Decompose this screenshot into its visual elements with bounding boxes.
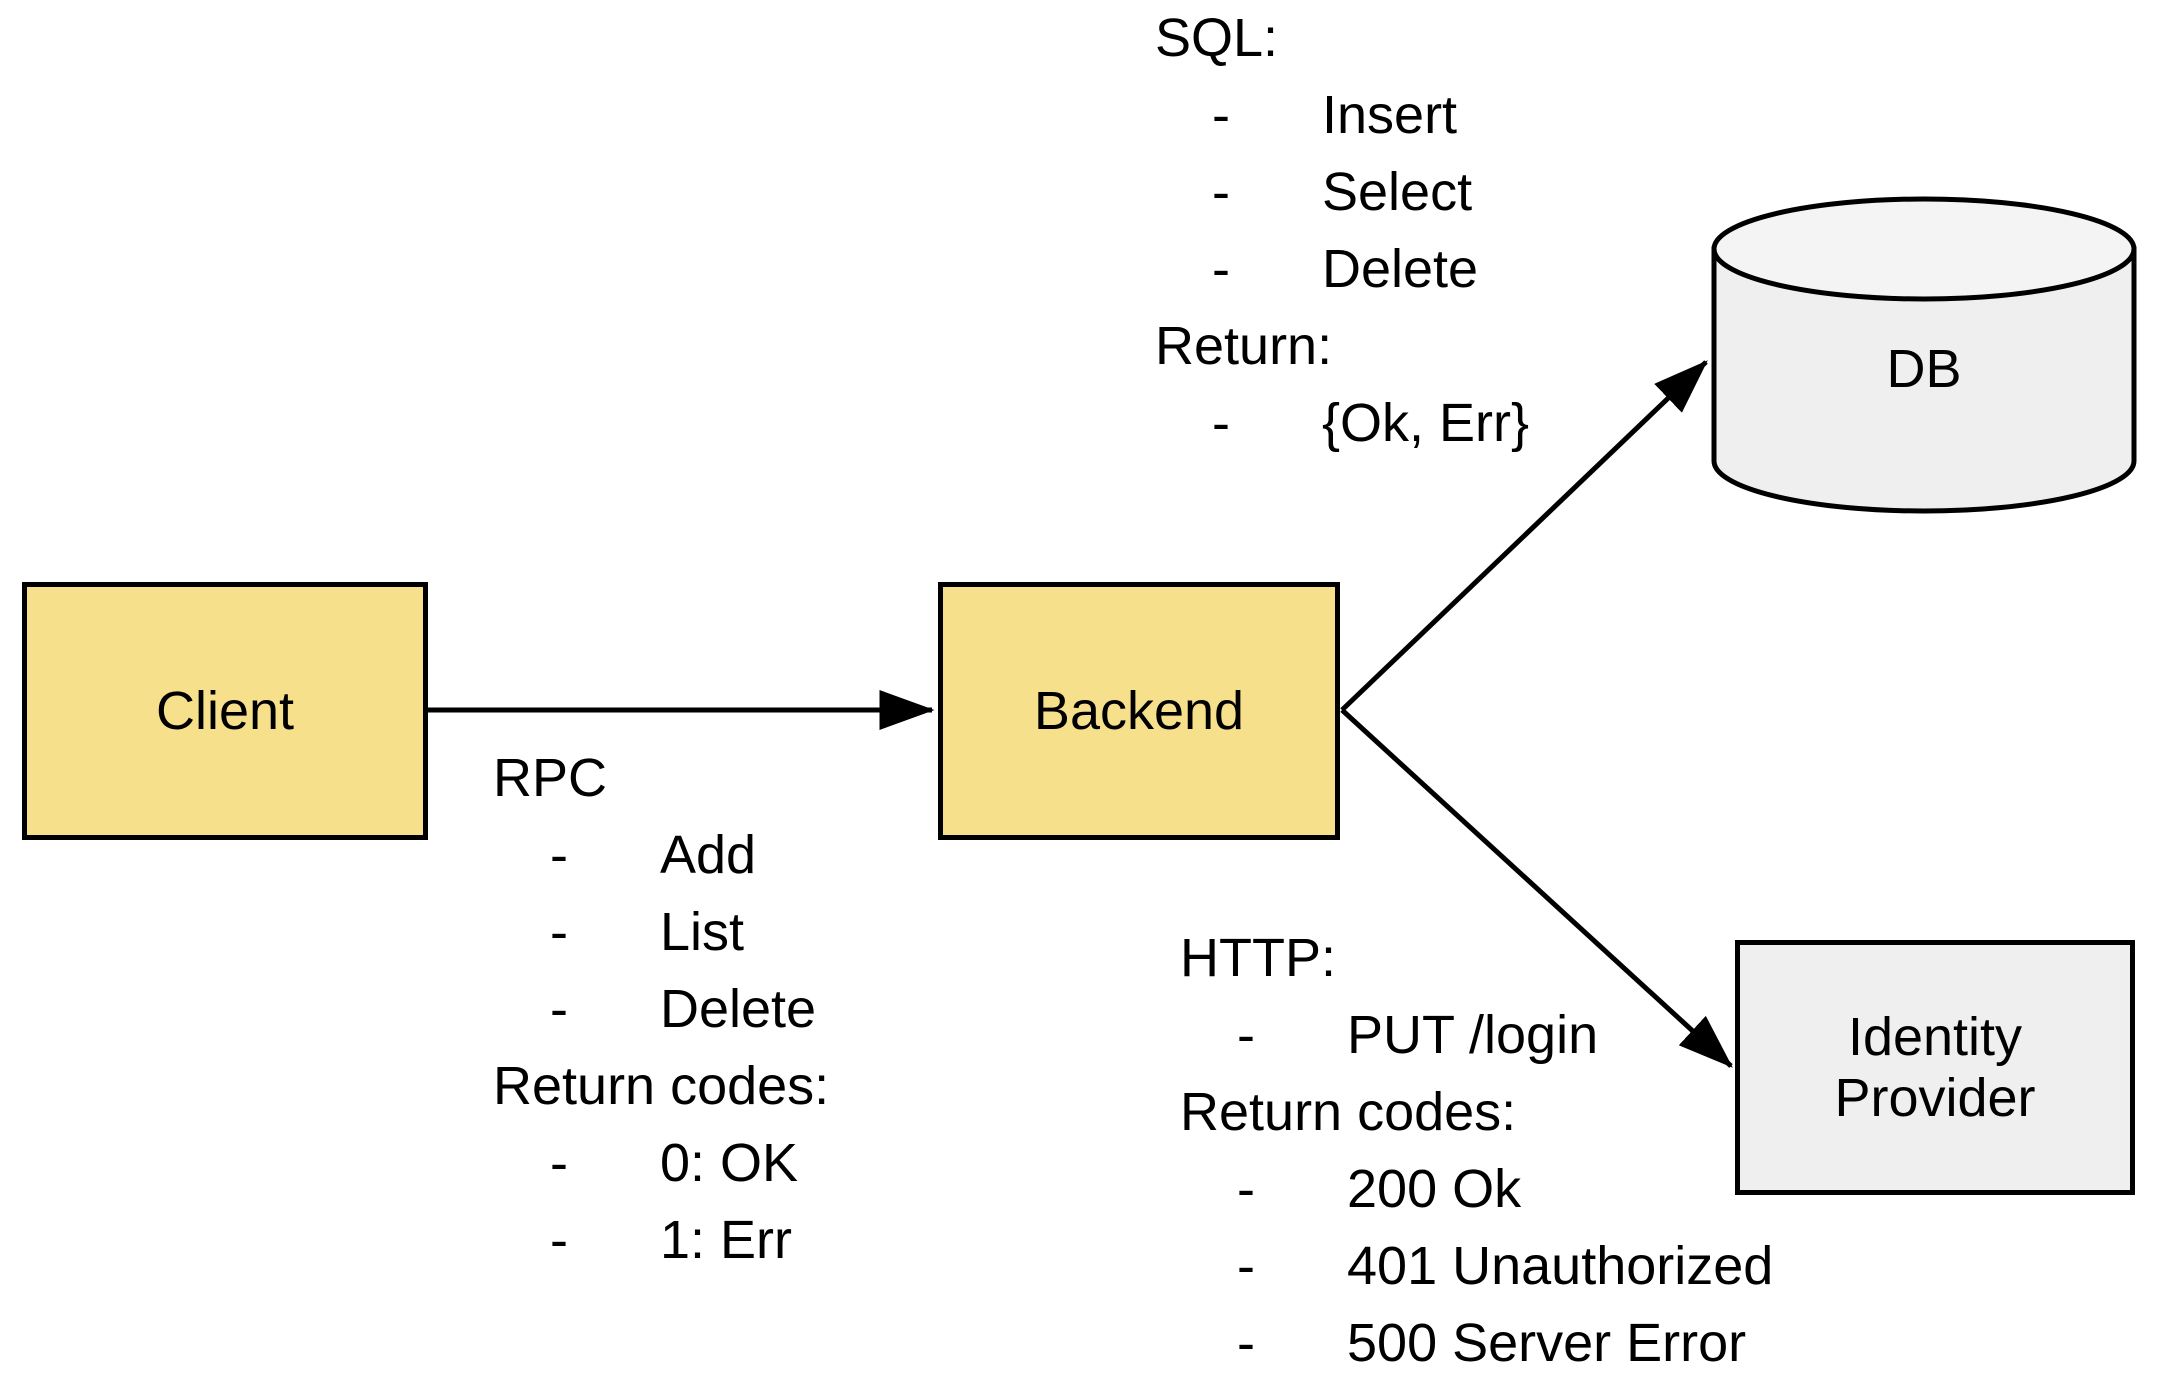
node-db-label: DB xyxy=(1886,339,1962,399)
annotation-rpc-method: - List xyxy=(493,894,829,971)
node-identity-provider-label-line2: Provider xyxy=(1834,1067,2036,1128)
cylinder-icon xyxy=(1711,196,2137,514)
annotation-rpc-method-label: List xyxy=(660,902,745,962)
annotation-rpc-returns-header: Return codes: xyxy=(493,1056,830,1116)
annotation-sql: SQL: - Insert - Select - Delete Return: … xyxy=(1155,0,1529,462)
annotation-rpc-return-label: 1: Err xyxy=(660,1210,793,1270)
annotation-sql-return: - {Ok, Err} xyxy=(1155,385,1529,462)
annotation-http-header: HTTP: xyxy=(1180,928,1336,988)
bullet-dash-icon: - xyxy=(550,825,568,885)
annotation-http: HTTP: - PUT /login Return codes: - 200 O… xyxy=(1180,920,1773,1382)
annotation-sql-header: SQL: xyxy=(1155,8,1279,68)
annotation-sql-method-label: Delete xyxy=(1322,239,1479,299)
node-identity-provider-label-line1: Identity xyxy=(1847,1007,2023,1068)
annotation-http-return-label: 500 Server Error xyxy=(1347,1313,1747,1373)
annotation-rpc-method: - Add xyxy=(493,817,829,894)
annotation-http-return: - 200 Ok xyxy=(1180,1151,1773,1228)
annotation-http-returns-header: Return codes: xyxy=(1180,1082,1517,1142)
annotation-rpc-method-label: Delete xyxy=(660,979,817,1039)
node-backend[interactable]: Backend xyxy=(938,582,1340,840)
node-backend-label: Backend xyxy=(1033,680,1245,741)
annotation-sql-method: - Delete xyxy=(1155,231,1529,308)
annotation-http-return-label: 401 Unauthorized xyxy=(1347,1236,1774,1296)
node-client[interactable]: Client xyxy=(22,582,428,840)
annotation-rpc-return: - 1: Err xyxy=(493,1202,829,1279)
bullet-dash-icon: - xyxy=(1212,239,1230,299)
annotation-http-return-label: 200 Ok xyxy=(1347,1159,1522,1219)
annotation-rpc-method: - Delete xyxy=(493,971,829,1048)
node-identity-provider[interactable]: Identity Provider xyxy=(1735,940,2135,1195)
bullet-dash-icon: - xyxy=(1212,85,1230,145)
bullet-dash-icon: - xyxy=(550,979,568,1039)
annotation-http-method-label: PUT /login xyxy=(1347,1005,1599,1065)
node-client-label: Client xyxy=(155,680,295,741)
annotation-sql-return-label: {Ok, Err} xyxy=(1322,393,1530,453)
annotation-sql-returns-header: Return: xyxy=(1155,316,1333,376)
bullet-dash-icon: - xyxy=(1212,393,1230,453)
node-db[interactable]: DB xyxy=(1710,195,2138,515)
annotation-rpc-method-label: Add xyxy=(660,825,757,885)
annotation-http-method: - PUT /login xyxy=(1180,997,1773,1074)
node-identity-provider-label: Identity Provider xyxy=(1834,1007,2035,1128)
annotation-http-return: - 500 Server Error xyxy=(1180,1305,1773,1382)
bullet-dash-icon: - xyxy=(1237,1236,1255,1296)
annotation-rpc-return: - 0: OK xyxy=(493,1125,829,1202)
bullet-dash-icon: - xyxy=(1212,162,1230,222)
annotation-sql-method-label: Insert xyxy=(1322,85,1458,145)
bullet-dash-icon: - xyxy=(1237,1005,1255,1065)
node-db-label-wrap: DB xyxy=(1710,195,2138,515)
bullet-dash-icon: - xyxy=(550,1210,568,1270)
bullet-dash-icon: - xyxy=(1237,1159,1255,1219)
annotation-rpc-return-label: 0: OK xyxy=(660,1133,799,1193)
bullet-dash-icon: - xyxy=(550,1133,568,1193)
annotation-rpc: RPC - Add - List - Delete Return codes: … xyxy=(493,740,829,1279)
annotation-http-return: - 401 Unauthorized xyxy=(1180,1228,1773,1305)
bullet-dash-icon: - xyxy=(1237,1313,1255,1373)
annotation-sql-method: - Select xyxy=(1155,154,1529,231)
annotation-sql-method: - Insert xyxy=(1155,77,1529,154)
annotation-sql-method-label: Select xyxy=(1322,162,1473,222)
annotation-rpc-header: RPC xyxy=(493,748,608,808)
bullet-dash-icon: - xyxy=(550,902,568,962)
